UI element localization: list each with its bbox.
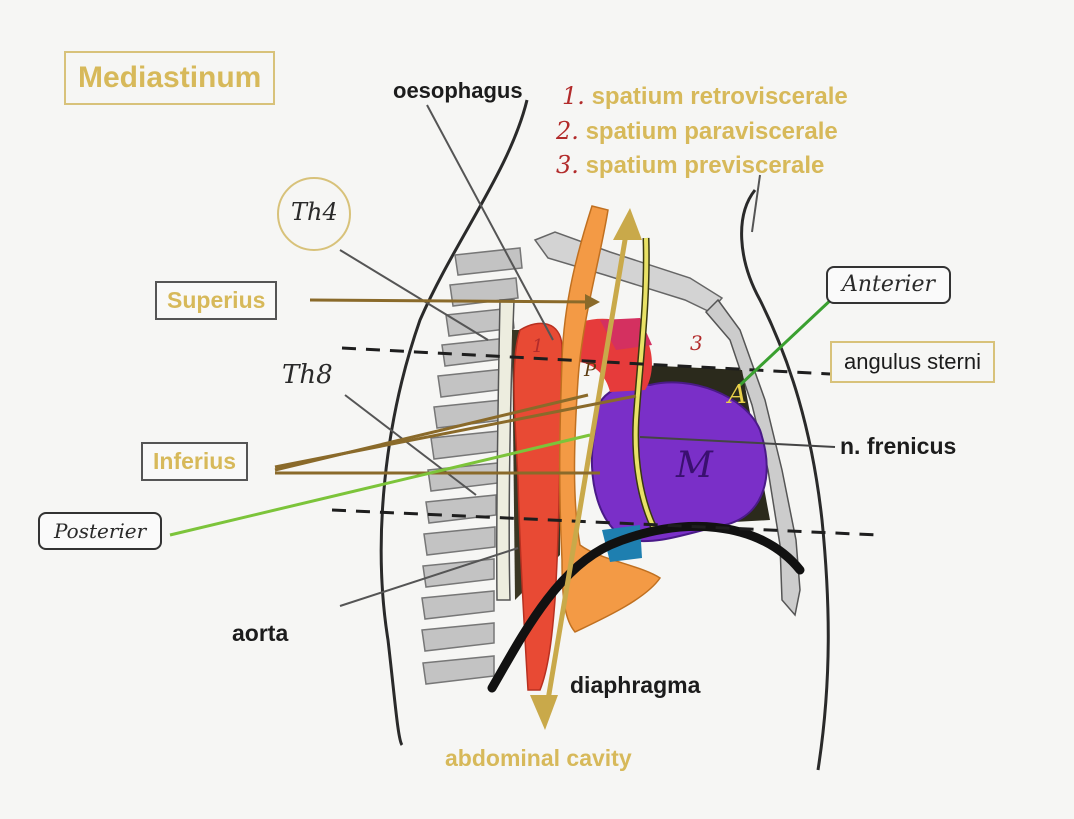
label-th8: Th8 [282,362,333,388]
list-num-2: 2. [556,117,579,145]
label-n-frenicus: n. frenicus [840,435,956,458]
label-region-1: 1 [532,338,543,356]
list-num-1: 1. [562,82,585,110]
label-anterior: Anterier [826,266,951,304]
label-oesophagus: oesophagus [393,80,523,102]
list-num-3: 3. [556,151,579,179]
label-superius: Superius [155,281,277,320]
list-item-1: 1. spatium retroviscerale [562,84,848,109]
label-angulus-sterni: angulus sterni [830,341,995,383]
list-item-2: 2. spatium paraviscerale [556,119,838,144]
label-inferius: Inferius [141,442,248,481]
page-title: Mediastinum [64,51,275,105]
label-region-3: 3 [690,333,703,353]
label-letter-a: A [728,382,747,408]
label-abdominal-cavity: abdominal cavity [445,747,632,770]
label-aorta: aorta [232,622,288,645]
list-text-3: spatium previscerale [586,152,825,179]
label-letter-m: M [676,448,713,484]
list-text-2: spatium paraviscerale [586,118,838,145]
label-th4: Th4 [291,200,338,224]
list-item-3: 3. spatium previscerale [556,153,824,178]
label-diaphragma: diaphragma [570,674,700,697]
label-letter-p: P [584,362,596,380]
list-text-1: spatium retroviscerale [592,83,848,110]
label-posterior: Posterier [38,512,162,550]
